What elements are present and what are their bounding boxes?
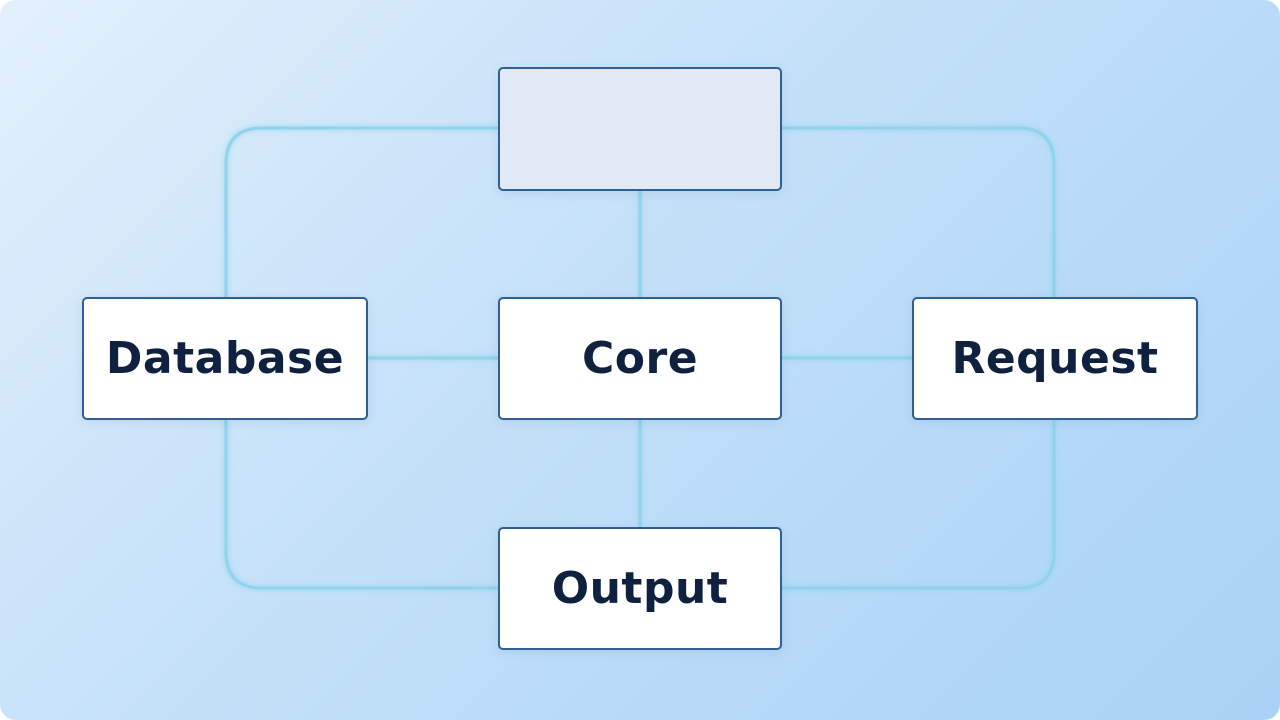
connector-top-database	[224, 126, 498, 297]
connector-database-output	[224, 420, 498, 590]
connector-top-request	[782, 126, 1056, 297]
output-node: Output	[498, 527, 782, 650]
core-node: Core	[498, 297, 782, 420]
top-node	[498, 67, 782, 191]
core-node-label: Core	[581, 333, 699, 384]
request-node-label: Request	[951, 333, 1159, 384]
request-node: Request	[912, 297, 1198, 420]
connector-request-output	[782, 420, 1056, 590]
database-node: Database	[82, 297, 368, 420]
database-node-label: Database	[105, 333, 345, 384]
output-node-label: Output	[551, 563, 729, 614]
